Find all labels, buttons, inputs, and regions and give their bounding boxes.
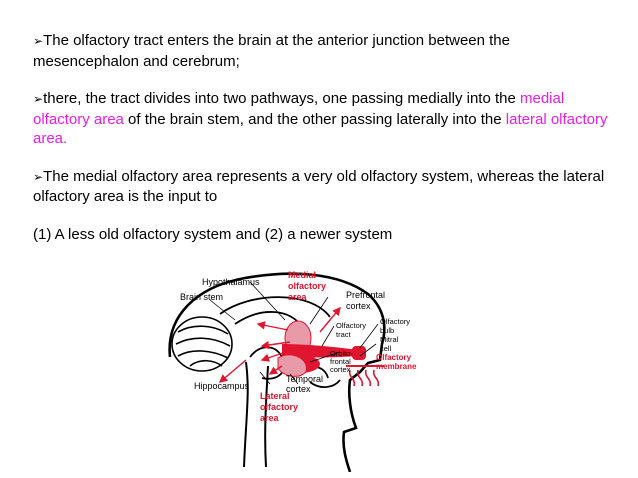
lateral-area-label-1: Lateral (260, 391, 290, 401)
lateral-area-label-3: area (260, 413, 280, 423)
head-outline (168, 272, 386, 472)
bullet-1-text: The olfactory tract enters the brain at … (33, 32, 510, 70)
temporal-cortex-label-1: Temporal (286, 374, 323, 384)
olfactory-tract-label-2: tract (336, 330, 352, 339)
mitral-cell-label-1: Mitral (380, 335, 399, 344)
bullet-2-text-b: of the brain stem, and the other passing… (123, 110, 506, 128)
temporal-cortex-label-2: cortex (286, 384, 311, 394)
medial-area-label-1: Medial (288, 270, 316, 280)
olfactory-tract-shape (282, 344, 358, 358)
orbitofrontal-label-1: Orbito- (330, 349, 353, 358)
leader-lines (209, 281, 379, 385)
pathway-arrows (218, 306, 341, 383)
lateral-area-label-2: olfactory (260, 402, 298, 412)
hippocampus-label: Hippocampus (194, 381, 250, 391)
olfactory-bulb-label-2: bulb (380, 326, 394, 335)
cerebellum (171, 316, 233, 372)
medial-area-label-3: area (288, 292, 308, 302)
lateral-olfactory-area-highlight: lateral olfactory area. (33, 110, 608, 148)
olfactory-membrane (348, 369, 380, 387)
mitral-cell-label-2: cell (380, 344, 392, 353)
orbitofrontal-label-3: cortex (330, 365, 351, 374)
arrow-bullet-icon: ➢ (33, 169, 44, 184)
olfactory-membrane-label-2: membrane (376, 362, 417, 371)
bullet-3: ➢The medial olfactory area represents a … (33, 167, 608, 207)
summary-line: (1) A less old olfactory system and (2) … (33, 225, 608, 245)
brain-stem-outline-right (264, 365, 269, 468)
temporal-area-shape (277, 354, 307, 377)
brain-stem-label: Brain stem (180, 292, 223, 302)
summary-text: (1) A less old olfactory system and (2) … (33, 225, 393, 243)
slide-body: ➢The olfactory tract enters the brain at… (33, 31, 608, 262)
olfactory-pathway-diagram: Hypothalamus Brain stem Medial olfactory… (168, 270, 417, 472)
prefrontal-label-1: Prefrontal (346, 290, 385, 300)
bullet-2-text-a: there, the tract divides into two pathwa… (43, 90, 520, 107)
brain-stem-outline (243, 361, 249, 468)
olfactory-tract-label-1: Olfactory (336, 321, 366, 330)
medial-olfactory-area-highlight: medial olfactory area (33, 90, 565, 128)
arrow-bullet-icon: ➢ (33, 34, 44, 48)
prefrontal-label-2: cortex (346, 301, 371, 311)
olfactory-membrane-label-1: Olfactory (376, 353, 412, 362)
olfactory-bulb-shape (352, 346, 366, 360)
orbitofrontal-label-2: frontal (330, 357, 351, 366)
hypothalamus-label: Hypothalamus (202, 277, 260, 287)
medial-area-label-2: olfactory (288, 281, 326, 291)
arrow-bullet-icon: ➢ (33, 92, 44, 106)
olfactory-bulb-label-1: Olfactory (380, 317, 410, 326)
bullet-2: ➢there, the tract divides into two pathw… (33, 89, 608, 149)
bullet-1: ➢The olfactory tract enters the brain at… (33, 31, 608, 71)
bullet-3-text: The medial olfactory area represents a v… (33, 167, 605, 206)
